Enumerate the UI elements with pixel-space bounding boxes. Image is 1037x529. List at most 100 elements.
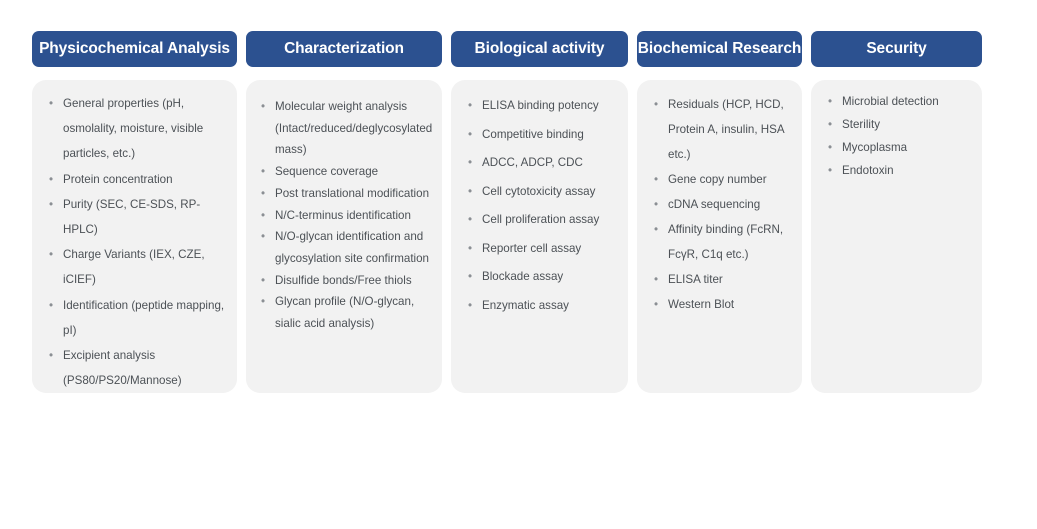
list-item: • Cell proliferation assay (461, 206, 622, 235)
bullet-dot-icon: • (261, 230, 266, 244)
list-item-label: Glycan profile (N/O-glycan, sialic acid … (275, 295, 415, 331)
category-columns: Physicochemical Analysis • General propert… (32, 31, 997, 393)
category-column: Biological activity • ELISA binding potenc… (451, 31, 628, 393)
bullet-dot-icon: • (261, 273, 266, 287)
list-item-label: Purity (SEC, CE-SDS, RP-HPLC) (63, 197, 201, 237)
category-header[interactable]: Characterization (246, 31, 442, 67)
list-item-label: Gene copy number (668, 173, 767, 186)
list-item-label: Endotoxin (842, 164, 894, 177)
list-item: • Charge Variants (IEX, CZE, iCIEF) (42, 242, 231, 292)
list-item: • ELISA titer (647, 267, 796, 292)
list-item: • cDNA sequencing (647, 192, 796, 217)
list-item-label: Charge Variants (IEX, CZE, iCIEF) (63, 248, 205, 287)
list-item: • Endotoxin (821, 159, 976, 182)
list-item: • Cell cytotoxicity assay (461, 178, 622, 207)
bullet-dot-icon: • (468, 241, 473, 255)
bullet-dot-icon: • (828, 118, 833, 131)
bullet-dot-icon: • (49, 349, 54, 363)
list-item: • Enzymatic assay (461, 292, 622, 321)
category-column: Characterization • Molecular weight analys… (246, 31, 442, 393)
bullet-dot-icon: • (468, 156, 473, 169)
list-item: •Microbial detection (821, 90, 976, 113)
category-item-list: • Residuals (HCP, HCD, Protein A, insulin… (647, 92, 796, 317)
list-item-label: Protein concentration (63, 172, 173, 186)
list-item-label: Cell cytotoxicity assay (482, 184, 596, 198)
list-item: • Gene copy number (647, 167, 796, 192)
category-card: •Microbial detection•Sterility•Mycoplasm… (811, 80, 982, 393)
bullet-dot-icon: • (49, 172, 54, 186)
bullet-dot-icon: • (828, 141, 833, 154)
list-item: • Sterility (821, 113, 976, 136)
list-item-label: Cell proliferation assay (482, 213, 600, 226)
list-item-label: Enzymatic assay (482, 298, 569, 312)
bullet-dot-icon: • (261, 165, 266, 179)
list-item: • General properties (pH, osmolality, moi… (42, 91, 231, 167)
list-item-label: Identification (peptide mapping, pI) (63, 298, 225, 337)
list-item: • Reporter cell assay (461, 235, 622, 264)
bullet-dot-icon: • (261, 208, 266, 222)
list-item: •Sequence coverage (254, 161, 438, 183)
category-column: Security•Microbial detection•Sterility•M… (811, 31, 982, 393)
bullet-dot-icon: • (654, 273, 659, 286)
bullet-dot-icon: • (828, 164, 833, 177)
list-item-label: N/C-terminus identification (275, 208, 411, 222)
list-item-label: Sterility (842, 118, 881, 131)
list-item-label: Mycoplasma (842, 141, 908, 154)
list-item: • ADCC, ADCP, CDC (461, 149, 622, 178)
list-item-label: ELISA titer (668, 273, 723, 286)
bullet-dot-icon: • (468, 213, 473, 226)
list-item: • Purity (SEC, CE-SDS, RP-HPLC) (42, 192, 231, 242)
list-item-label: Blockade assay (482, 270, 564, 283)
bullet-dot-icon: • (261, 186, 266, 200)
list-item-label: Disulfide bonds/Free thiols (275, 273, 412, 287)
category-header[interactable]: Physicochemical Analysis (32, 31, 237, 67)
bullet-dot-icon: • (49, 298, 54, 312)
category-item-list: •Microbial detection•Sterility•Mycoplasm… (821, 90, 976, 182)
list-item-label: Reporter cell assay (482, 241, 582, 255)
list-item-label: Competitive binding (482, 127, 584, 141)
category-item-list: • General properties (pH, osmolality, moi… (42, 91, 231, 393)
list-item-label: Microbial detection (842, 95, 939, 108)
category-header[interactable]: Biological activity (451, 31, 628, 67)
bullet-dot-icon: • (49, 248, 54, 262)
bullet-dot-icon: • (654, 98, 659, 111)
bullet-dot-icon: • (654, 198, 659, 211)
list-item: •Western Blot (647, 292, 796, 317)
list-item: • Identification (peptide mapping, pI) (42, 293, 231, 343)
category-card: • Molecular weight analysis (Intact/reduc… (246, 80, 442, 393)
list-item-label: Residuals (HCP, HCD, Protein A, insulin,… (668, 98, 784, 161)
bullet-dot-icon: • (468, 127, 473, 141)
list-item: • Protein concentration (42, 167, 231, 192)
category-card: • ELISA binding potency • Competitive bindi… (451, 80, 628, 393)
bullet-dot-icon: • (261, 100, 266, 113)
list-item-label: ELISA binding potency (482, 99, 599, 112)
list-item-label: Affinity binding (FcRN, FcγR, C1q etc.) (668, 223, 784, 261)
list-item: • N/C-terminus identification (254, 205, 438, 227)
category-column: Biochemical Research • Residuals (HCP, HCD… (637, 31, 802, 393)
list-item: • Competitive binding (461, 121, 622, 150)
list-item: • Disulfide bonds/Free thiols (254, 270, 438, 292)
list-item: • Glycan profile (N/O-glycan, sialic acid… (254, 291, 438, 334)
list-item: • Excipient analysis (PS80/PS20/Mannose) (42, 343, 231, 393)
bullet-dot-icon: • (654, 173, 659, 186)
bullet-dot-icon: • (468, 298, 473, 312)
list-item-label: General properties (pH, osmolality, mois… (63, 97, 204, 161)
list-item: • Residuals (HCP, HCD, Protein A, insulin… (647, 92, 796, 167)
list-item-label: Excipient analysis (PS80/PS20/Mannose) (63, 349, 182, 388)
list-item-label: Molecular weight analysis (Intact/reduce… (275, 100, 433, 157)
list-item-label: Post translational modification (275, 186, 430, 200)
category-header[interactable]: Biochemical Research (637, 31, 802, 67)
list-item: •N/O-glycan identification and glycosyla… (254, 226, 438, 269)
list-item: •Blockade assay (461, 263, 622, 292)
list-item-label: ADCC, ADCP, CDC (482, 156, 583, 169)
bullet-dot-icon: • (49, 197, 54, 211)
bullet-dot-icon: • (261, 295, 266, 309)
list-item-label: cDNA sequencing (668, 198, 761, 211)
bullet-dot-icon: • (49, 97, 54, 110)
bullet-dot-icon: • (468, 99, 473, 112)
category-header[interactable]: Security (811, 31, 982, 67)
bullet-dot-icon: • (468, 184, 473, 198)
category-column: Physicochemical Analysis • General propert… (32, 31, 237, 393)
list-item: • ELISA binding potency (461, 92, 622, 121)
